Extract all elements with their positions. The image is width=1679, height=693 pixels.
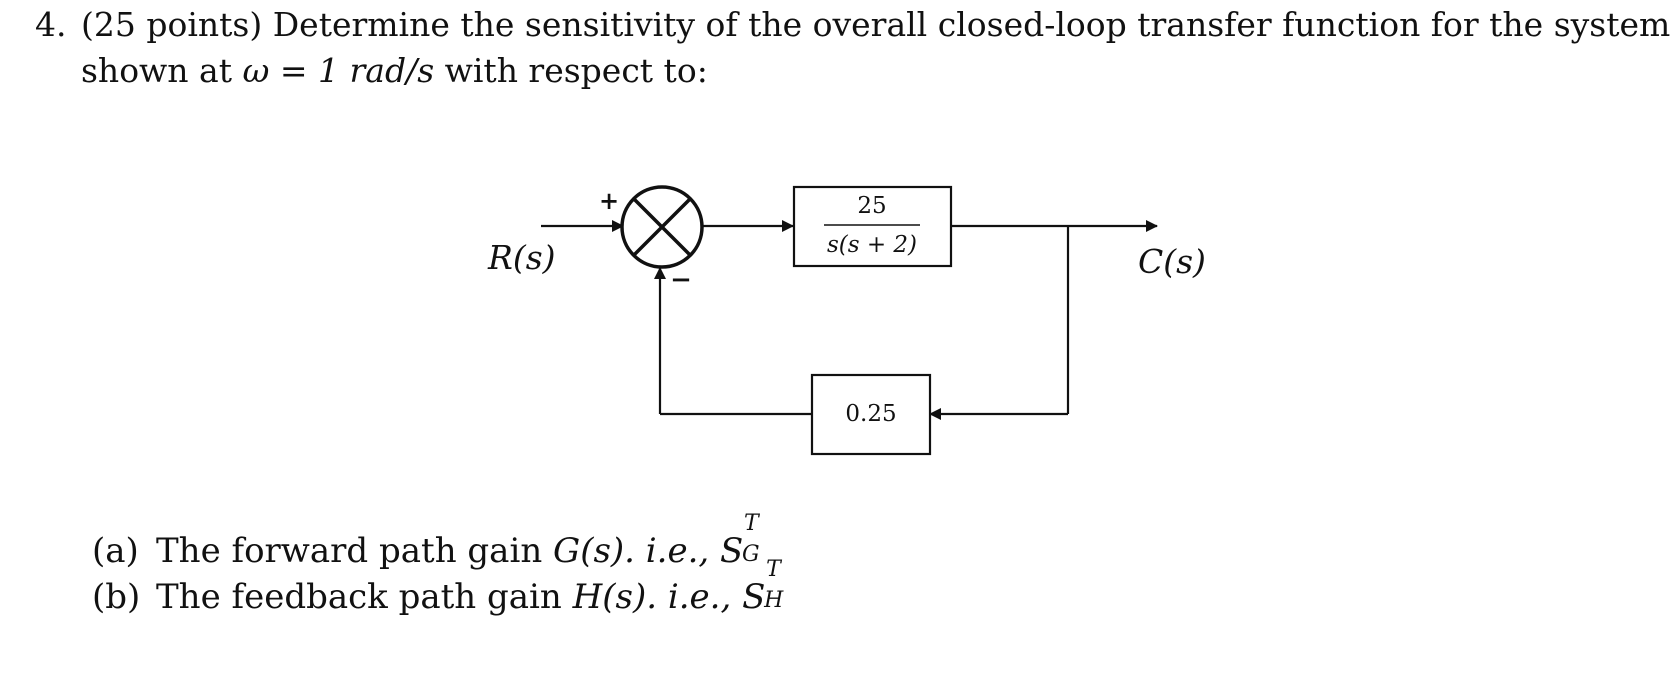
sensitivity-subscript: H bbox=[764, 588, 784, 613]
plus-sign: + bbox=[599, 186, 619, 215]
feedback-block bbox=[810, 373, 932, 456]
sensitivity-superscript: T bbox=[766, 557, 781, 582]
sensitivity-base: S bbox=[720, 531, 744, 571]
input-label: R(s) bbox=[487, 238, 556, 277]
part-b-gain: H(s) bbox=[572, 577, 647, 617]
problem-line-2: shown at ω = 1 rad/s with respect to: bbox=[81, 48, 708, 94]
part-a-text: The forward path gain bbox=[156, 531, 554, 571]
line2-suffix: with respect to: bbox=[434, 51, 708, 90]
forward-block bbox=[792, 185, 953, 268]
forward-denominator: s(s + 2) bbox=[827, 232, 917, 258]
output-label: C(s) bbox=[1138, 242, 1206, 281]
sensitivity-superscript: T bbox=[744, 511, 759, 536]
problem-number: 4. bbox=[35, 5, 67, 44]
problem-line-1: (25 points) Determine the sensitivity of… bbox=[81, 5, 1671, 44]
sensitivity-subscript: G bbox=[742, 542, 760, 567]
sensitivity-base: S bbox=[742, 577, 766, 617]
omega-expression: ω = 1 rad/s bbox=[242, 51, 435, 90]
part-b-ie: . i.e., bbox=[646, 577, 743, 617]
forward-numerator: 25 bbox=[857, 193, 886, 219]
feedback-value: 0.25 bbox=[845, 401, 896, 427]
minus-sign: − bbox=[670, 265, 692, 295]
summing-junction bbox=[620, 185, 704, 269]
part-b-text: The feedback path gain bbox=[156, 577, 573, 617]
part-a-gain: G(s) bbox=[553, 531, 625, 571]
line2-prefix: shown at bbox=[81, 51, 243, 90]
part-a-label: (a) bbox=[92, 531, 139, 571]
part-b-label: (b) bbox=[92, 577, 141, 617]
part-a-ie: . i.e., bbox=[624, 531, 721, 571]
